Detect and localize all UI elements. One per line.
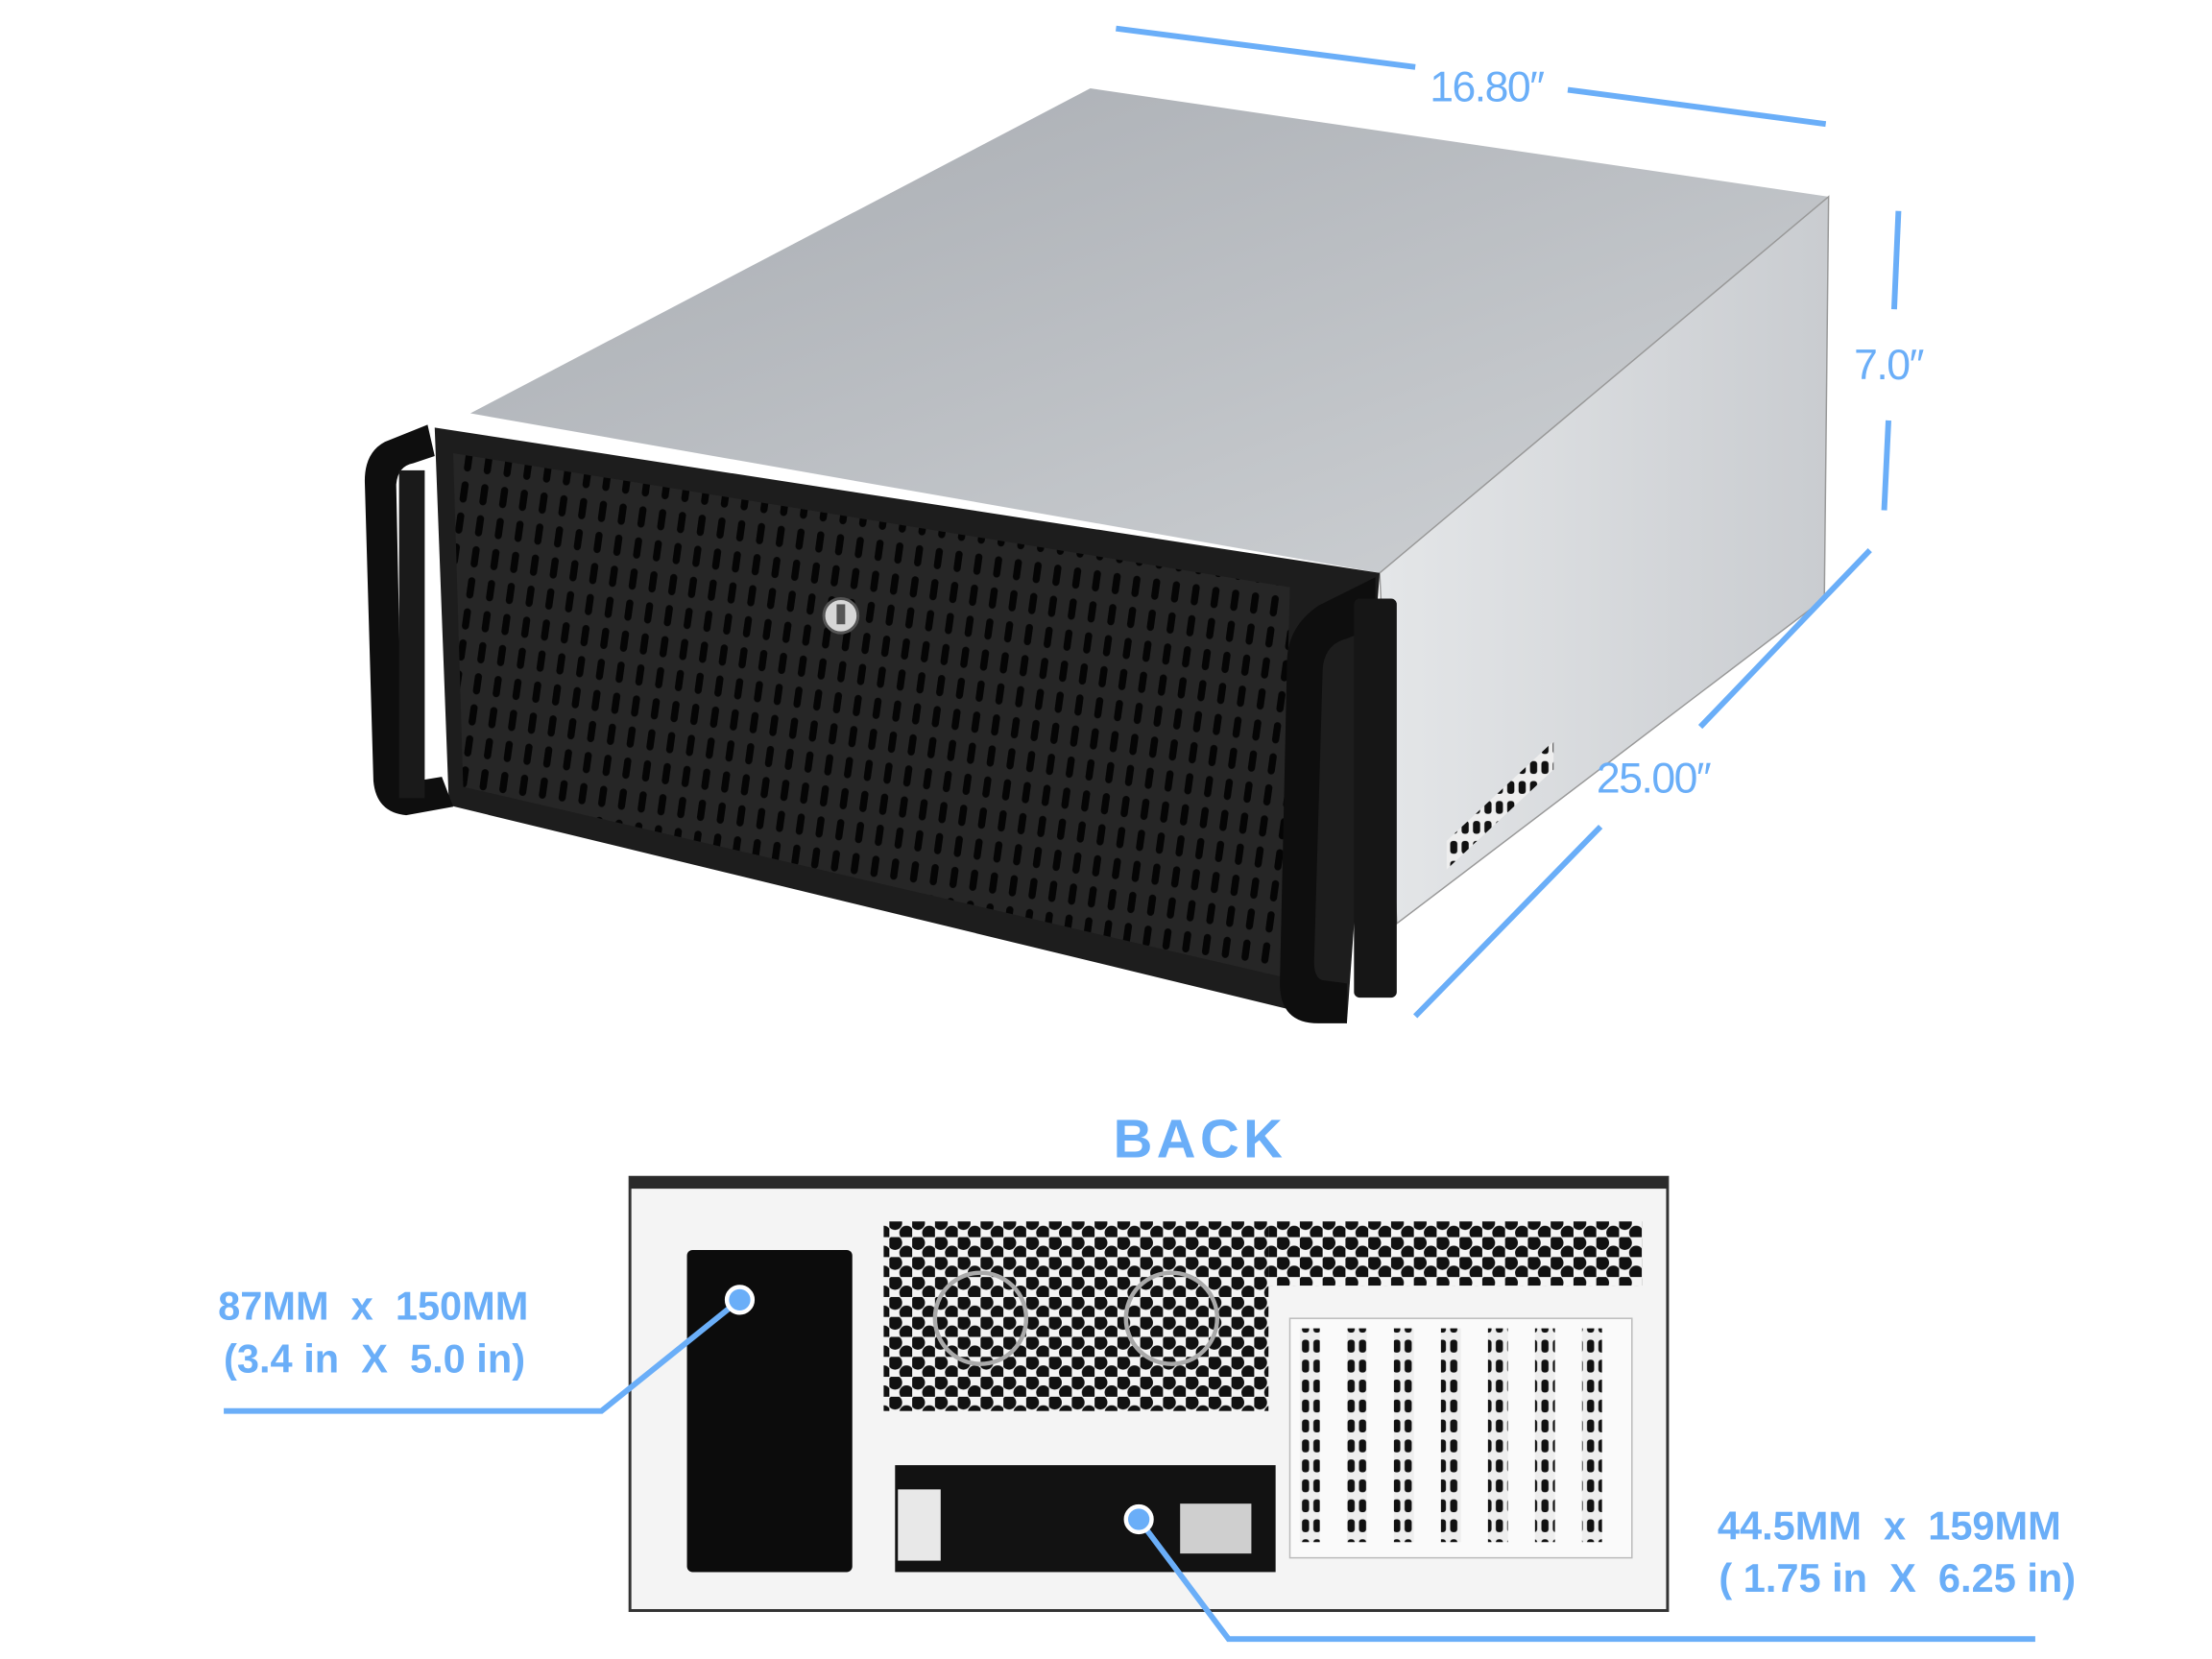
expansion-slot xyxy=(1487,1328,1508,1543)
drive-bay-callout: 44.5MM x 159MM ( 1.75 in X 6.25 in) xyxy=(1123,1503,2076,1643)
left-rack-ear xyxy=(398,469,425,799)
fan-vent-grille xyxy=(883,1221,1269,1411)
expansion-slot xyxy=(1534,1328,1555,1543)
expansion-slot xyxy=(1581,1328,1602,1543)
psu-size-metric: 87MM x 150MM xyxy=(218,1284,528,1329)
dimension-depth: 25.00″ xyxy=(1413,547,1872,1019)
expansion-slot xyxy=(1393,1328,1414,1543)
expansion-slot xyxy=(1346,1328,1367,1543)
front-perforated-grille xyxy=(453,453,1290,976)
dimension-width: 16.80″ xyxy=(1116,25,1827,128)
right-rack-handle xyxy=(1280,577,1376,1023)
drive-bay-size-metric: 44.5MM x 159MM xyxy=(1718,1503,2061,1548)
chassis-front-view xyxy=(364,88,1830,1023)
psu-callout: 87MM x 150MM (3.4 in X 5.0 in) xyxy=(218,1284,756,1414)
right-rack-ear xyxy=(1354,598,1397,998)
expansion-slot xyxy=(1440,1328,1461,1543)
expansion-slots xyxy=(1288,1317,1633,1559)
chassis-back-view xyxy=(628,1175,1670,1613)
chassis-top-cover xyxy=(469,88,1829,573)
psu-opening xyxy=(686,1249,853,1573)
left-rack-handle xyxy=(364,424,454,816)
psu-size-imperial: (3.4 in X 5.0 in) xyxy=(224,1336,525,1382)
top-vent-grille xyxy=(1268,1221,1643,1286)
side-vent xyxy=(1446,740,1554,870)
width-label: 16.80″ xyxy=(1430,63,1544,110)
dimension-height: 7.0″ xyxy=(1854,210,1925,511)
fan-icon xyxy=(1123,1270,1220,1366)
height-label: 7.0″ xyxy=(1854,342,1923,389)
back-title: BACK xyxy=(1114,1108,1287,1168)
expansion-slot xyxy=(1299,1328,1320,1543)
drive-bay-size-imperial: ( 1.75 in X 6.25 in) xyxy=(1719,1555,2076,1600)
depth-label: 25.00″ xyxy=(1597,755,1711,802)
fan-icon xyxy=(932,1270,1029,1366)
